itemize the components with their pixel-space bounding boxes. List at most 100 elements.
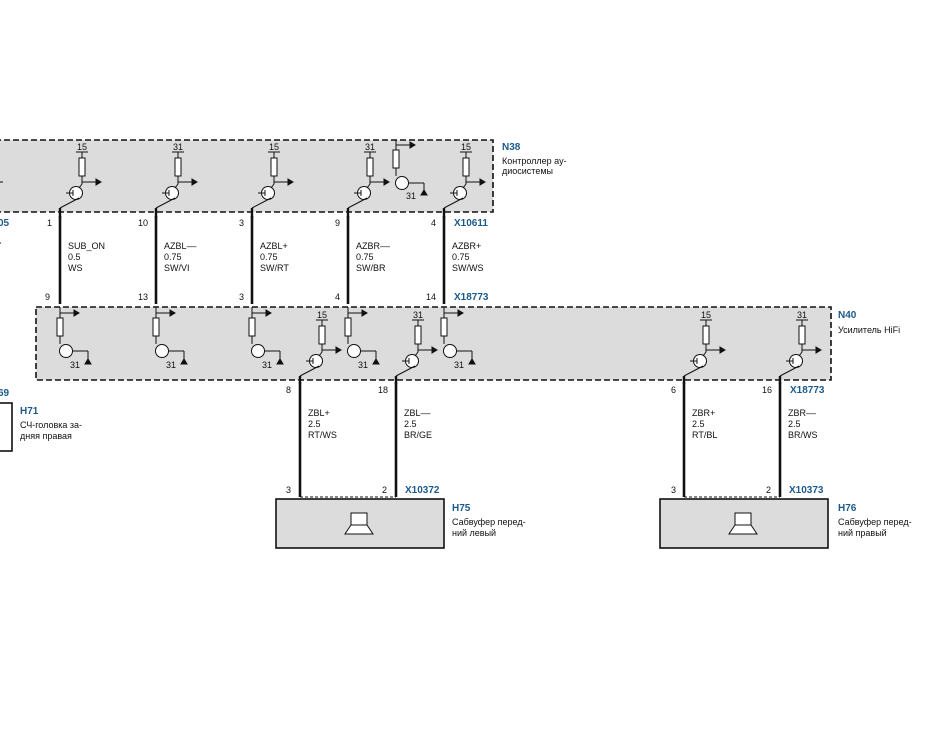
wire4-name: AZBR–– <box>356 241 390 251</box>
n40-gnd-1: 31 <box>70 360 80 370</box>
wire9-color: BR/WS <box>788 430 818 440</box>
n38-connector-label: X10611 <box>454 218 488 229</box>
wire-label-4: AZBR–– 0.75 SW/BR <box>356 241 390 273</box>
wire1-pin-bottom: 9 <box>45 292 50 302</box>
h76-id: H76 <box>838 503 857 514</box>
n38-supply-3: 15 <box>269 142 279 152</box>
n38-supply-2: 31 <box>173 142 183 152</box>
n38-desc-line1: Контроллер ау- <box>502 156 567 166</box>
wire7-pin-top: 18 <box>378 385 388 395</box>
wire4-pin-bottom: 4 <box>335 292 340 302</box>
n38-supply-4: 31 <box>365 142 375 152</box>
n40-id: N40 <box>838 310 857 321</box>
h75-id: H75 <box>452 503 471 514</box>
speaker-icon <box>728 512 758 535</box>
speaker-icon <box>344 512 374 535</box>
wire6-size: 2.5 <box>308 419 321 429</box>
wire3-pin-top: 3 <box>239 218 244 228</box>
wire9-pin-bottom: 2 <box>766 485 771 495</box>
wire7-color: BR/GE <box>404 430 432 440</box>
wire2-pin-bottom: 13 <box>138 292 148 302</box>
wire-label-1: SUB_ON 0.5 WS <box>68 241 105 273</box>
wire2-pin-top: 10 <box>138 218 148 228</box>
wire6-pin-top: 8 <box>286 385 291 395</box>
n40-supply-3: 15 <box>701 310 711 320</box>
wire-label-8: ZBR+ 2.5 RT/BL <box>692 408 717 440</box>
wire4-color: SW/BR <box>356 263 386 273</box>
wire8-pin-top: 6 <box>671 385 676 395</box>
wire7-pin-bottom: 2 <box>382 485 387 495</box>
n38-left-cut-label: 05 <box>0 218 10 229</box>
h75-desc-line1: Сабвуфер перед- <box>452 517 526 527</box>
wire6-name: ZBL+ <box>308 408 330 418</box>
wire1-size: 0.5 <box>68 252 81 262</box>
h76-connector-label: X10373 <box>789 485 824 496</box>
wire-label-6: ZBL+ 2.5 RT/WS <box>308 408 337 440</box>
n40-input-stage-1 <box>56 307 92 365</box>
n38-gnd-label: 31 <box>406 191 416 201</box>
wire-label-7: ZBL–– 2.5 BR/GE <box>404 408 432 440</box>
wire-label-2: AZBL–– 0.75 SW/VI <box>164 241 197 273</box>
n40-connector-bottom: X18773 <box>790 385 825 396</box>
n40-output-stage-1 <box>298 319 342 384</box>
wire8-pin-bottom: 3 <box>671 485 676 495</box>
n40-output-stage-4 <box>778 319 822 384</box>
n40-input-stage-5 <box>440 307 476 365</box>
n40-gnd-2: 31 <box>166 360 176 370</box>
wire9-size: 2.5 <box>788 419 801 429</box>
n38-transistor-3 <box>250 151 294 218</box>
h75-connector-label: X10372 <box>405 485 440 496</box>
n40-supply-4: 31 <box>797 310 807 320</box>
n38-id: N38 <box>502 142 521 153</box>
wire1-name: SUB_ON <box>68 241 105 251</box>
n40-input-stage-3 <box>248 307 284 365</box>
n38-transistor-4 <box>346 151 390 218</box>
n38-transistor-2 <box>154 151 198 218</box>
wire5-size: 0.75 <box>452 252 470 262</box>
wire6-color: RT/WS <box>308 430 337 440</box>
n38-transistor-1 <box>58 151 102 218</box>
h71-desc-line2: дняя правая <box>20 431 72 441</box>
n40-gnd-5: 31 <box>454 360 464 370</box>
h71-box <box>0 402 13 452</box>
n40-connector-top: X18773 <box>454 292 489 303</box>
wire8-color: RT/BL <box>692 430 717 440</box>
wire1-pin-top: 1 <box>47 218 52 228</box>
n40-input-stage-4 <box>344 307 380 365</box>
wire8-size: 2.5 <box>692 419 705 429</box>
n38-sense-stage <box>392 140 428 196</box>
wire5-pin-bottom: 14 <box>426 292 436 302</box>
n40-supply-2: 31 <box>413 310 423 320</box>
h75-desc-line2: ний левый <box>452 528 496 538</box>
wire-label-9: ZBR–– 2.5 BR/WS <box>788 408 818 440</box>
wire9-pin-top: 16 <box>762 385 772 395</box>
n40-gnd-4: 31 <box>358 360 368 370</box>
n40-input-stage-2 <box>152 307 188 365</box>
wire5-color: SW/WS <box>452 263 484 273</box>
wire2-name: AZBL–– <box>164 241 197 251</box>
wire3-size: 0.75 <box>260 252 278 262</box>
h76-desc-line2: ний правый <box>838 528 887 538</box>
wire3-pin-bottom: 3 <box>239 292 244 302</box>
wire4-size: 0.75 <box>356 252 374 262</box>
h71-left-cut-label: 69 <box>0 388 10 399</box>
wire9-name: ZBR–– <box>788 408 816 418</box>
wire4-pin-top: 9 <box>335 218 340 228</box>
wire3-name: AZBL+ <box>260 241 288 251</box>
wire6-pin-bottom: 3 <box>286 485 291 495</box>
wire5-name: AZBR+ <box>452 241 481 251</box>
wire2-size: 0.75 <box>164 252 182 262</box>
wire8-name: ZBR+ <box>692 408 715 418</box>
h76-desc-line1: Сабвуфер перед- <box>838 517 912 527</box>
wire3-color: SW/RT <box>260 263 289 273</box>
wire-label-3: AZBL+ 0.75 SW/RT <box>260 241 289 273</box>
wire2-color: SW/VI <box>164 263 190 273</box>
n40-supply-1: 15 <box>317 310 327 320</box>
n40-gnd-3: 31 <box>262 360 272 370</box>
wire7-size: 2.5 <box>404 419 417 429</box>
n38-supply-5: 15 <box>461 142 471 152</box>
wires-bottom-group <box>298 382 782 497</box>
wire1-color: WS <box>68 263 83 273</box>
n40-desc: Усилитель HiFi <box>838 325 900 335</box>
